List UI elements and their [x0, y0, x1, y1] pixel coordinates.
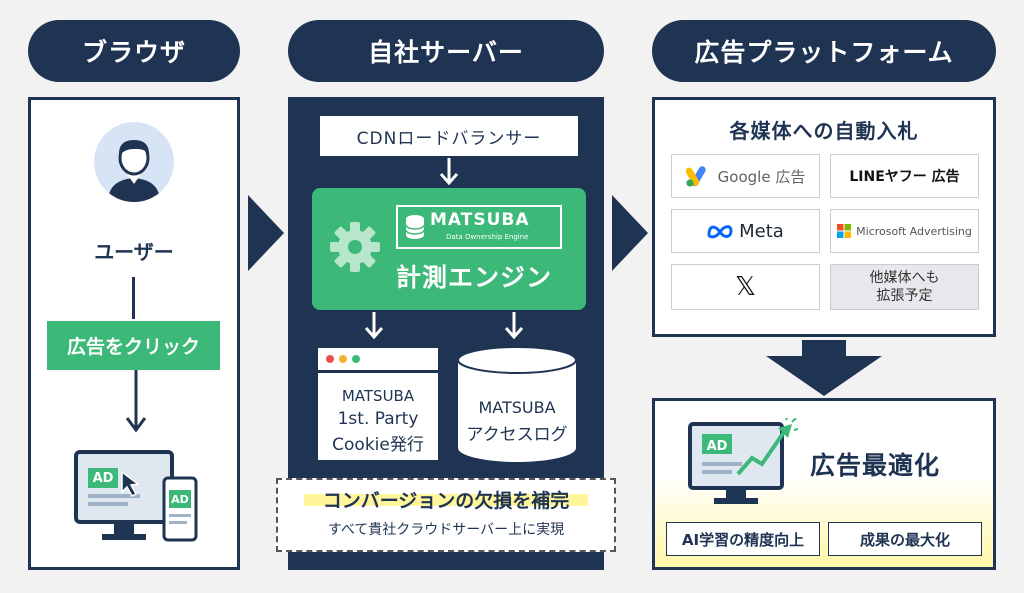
cdn-load-balancer: CDNロードバランサー: [320, 116, 578, 156]
line-yahoo-ads-logo: LINEヤフー 広告: [830, 154, 979, 198]
monitor-ad-label: AD: [92, 470, 114, 486]
tag-ai-learning: AI学習の精度向上: [666, 522, 820, 556]
column-header-platform-label: 広告プラットフォーム: [694, 38, 954, 67]
meta-icon: [707, 225, 733, 239]
line-yahoo-ads-text: LINEヤフー 広告: [849, 169, 960, 185]
access-log-database: [456, 346, 578, 464]
flow-line-user: [132, 277, 135, 319]
gear-icon: [328, 220, 382, 274]
engine-label: 計測エンジン: [396, 263, 553, 292]
matsuba-subtitle: Data Ownership Engine: [446, 233, 529, 241]
x-icon: 𝕏: [735, 272, 756, 302]
down-arrow-icon: [124, 370, 148, 434]
growth-monitor-icon: [688, 415, 799, 508]
window-dot-yellow: [339, 355, 347, 363]
tag-maximize-results: 成果の最大化: [828, 522, 982, 556]
note-title: コンバージョンの欠損を補完: [322, 489, 570, 512]
matsuba-logo: [396, 205, 562, 249]
google-ads-logo: Google 広告: [671, 154, 820, 198]
phone-ad-label: AD: [171, 492, 189, 506]
user-icon: [94, 122, 174, 202]
click-ad-badge: 広告をクリック: [47, 321, 220, 370]
column-header-platform: 広告プラットフォーム: [652, 20, 996, 82]
right-arrow-icon: [604, 195, 650, 271]
log-line-1: MATSUBA: [478, 397, 556, 417]
cookie-line-1: MATSUBA: [341, 387, 415, 405]
other-media-line-1: 他媒体へも: [869, 270, 940, 286]
window-dot-green: [352, 355, 360, 363]
note-subtitle: すべて貴社クラウドサーバー上に実現: [327, 522, 565, 538]
log-line-2: アクセスログ: [466, 424, 568, 445]
meta-text: Meta: [739, 220, 784, 242]
devices-icon: [74, 446, 204, 546]
cookie-window: [318, 348, 438, 460]
optimization-ad-label: AD: [706, 438, 728, 454]
cookie-line-2: 1st. Party: [337, 409, 419, 429]
google-ads-text: Google 広告: [717, 167, 806, 186]
other-media-cell: 他媒体へも 拡張予定: [830, 264, 979, 310]
meta-logo: Meta: [671, 209, 820, 253]
google-ads-icon: [685, 166, 706, 187]
matsuba-brand: MATSUBA: [430, 210, 530, 230]
big-down-arrow-icon: [766, 340, 882, 396]
right-arrow-icon: [240, 195, 286, 271]
down-arrow-icon: [439, 158, 459, 186]
other-media-line-2: 拡張予定: [876, 288, 933, 304]
database-icon: [404, 214, 426, 240]
note-box: [276, 478, 616, 552]
down-arrow-icon: [364, 312, 384, 340]
down-arrow-icon: [504, 312, 524, 340]
optimization-title: 広告最適化: [810, 451, 941, 480]
microsoft-icon: [837, 224, 852, 238]
x-logo: 𝕏: [671, 264, 820, 310]
column-header-browser-label: ブラウザ: [81, 38, 186, 67]
window-titlebar: [318, 348, 438, 373]
microsoft-ads-text: Microsoft Advertising: [856, 224, 972, 238]
window-dot-red: [326, 355, 334, 363]
column-header-browser: ブラウザ: [28, 20, 240, 82]
user-label: ユーザー: [94, 239, 174, 264]
cookie-line-3: Cookie発行: [332, 434, 424, 455]
column-header-server: 自社サーバー: [288, 20, 604, 82]
note-highlight: [304, 494, 588, 506]
microsoft-ads-logo: Microsoft Advertising: [830, 209, 979, 253]
auto-bidding-title: 各媒体への自動入札: [729, 118, 919, 143]
column-header-server-label: 自社サーバー: [368, 38, 524, 67]
